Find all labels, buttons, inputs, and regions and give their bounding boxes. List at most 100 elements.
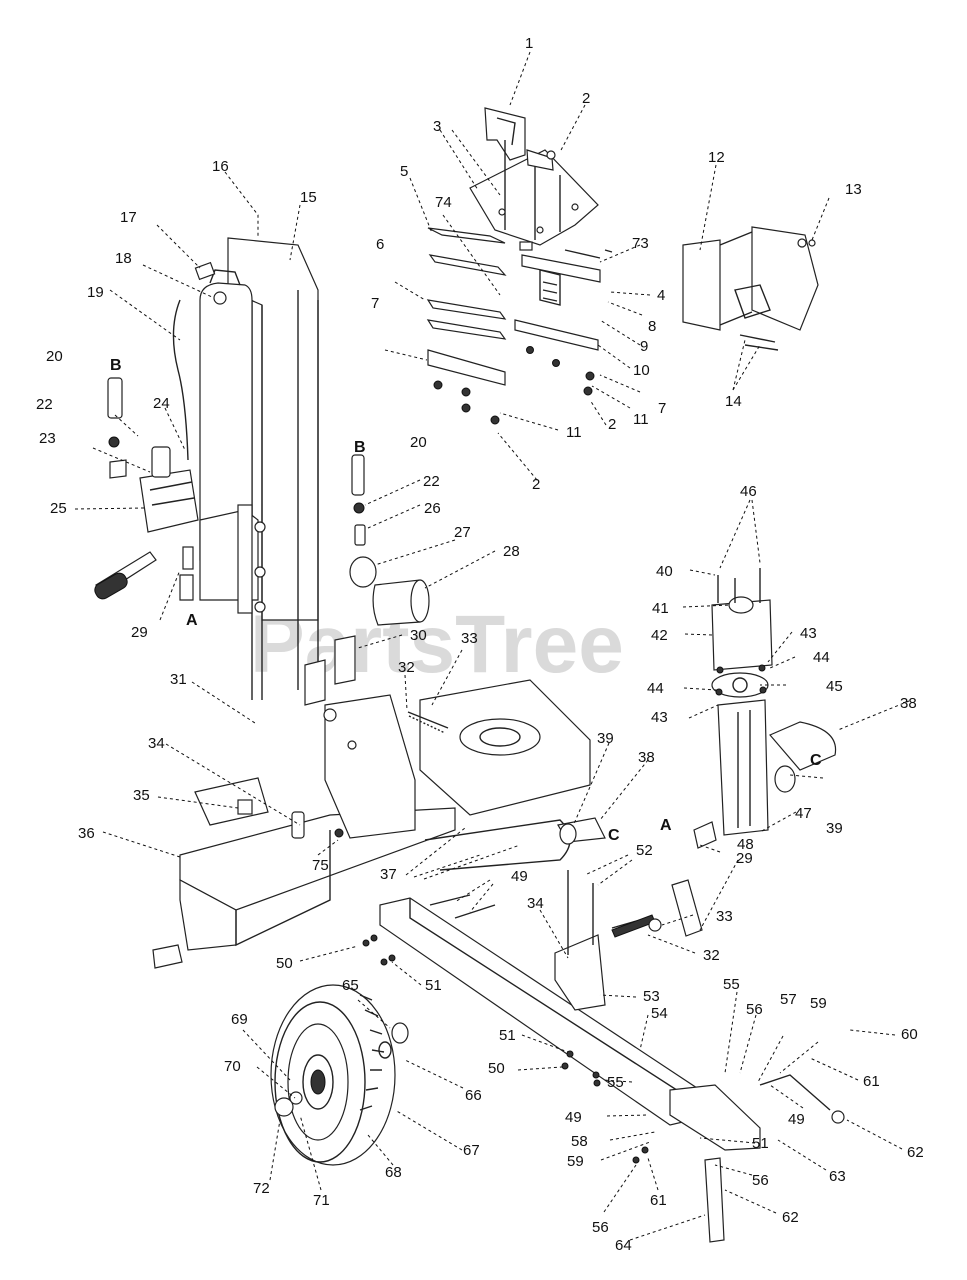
control-valve bbox=[94, 299, 199, 601]
callout-29a: 29 bbox=[131, 624, 148, 641]
callout-18: 18 bbox=[115, 250, 132, 267]
callout-22b: 22 bbox=[423, 473, 440, 490]
callout-49b: 49 bbox=[565, 1109, 582, 1126]
callout-64: 64 bbox=[615, 1237, 632, 1254]
callout-26: 26 bbox=[424, 500, 441, 517]
callout-74: 74 bbox=[435, 194, 452, 211]
callout-8: 8 bbox=[648, 318, 656, 335]
callout-36: 36 bbox=[78, 825, 95, 842]
callout-51a: 51 bbox=[425, 977, 442, 994]
callout-19: 19 bbox=[87, 284, 104, 301]
callout-2c: 2 bbox=[532, 476, 540, 493]
callout-48: 48 bbox=[737, 836, 754, 853]
callout-4: 4 bbox=[657, 287, 665, 304]
callout-6: 6 bbox=[376, 236, 384, 253]
callout-13: 13 bbox=[845, 181, 862, 198]
callout-51c: 51 bbox=[752, 1135, 769, 1152]
callout-2: 2 bbox=[582, 90, 590, 107]
callout-14: 14 bbox=[725, 393, 742, 410]
callout-33b: 33 bbox=[716, 908, 733, 925]
callout-30: 30 bbox=[410, 627, 427, 644]
wheel bbox=[270, 984, 409, 1166]
callout-31: 31 bbox=[170, 671, 187, 688]
callout-66: 66 bbox=[465, 1087, 482, 1104]
callout-7a: 7 bbox=[371, 295, 379, 312]
wear-plates-left bbox=[426, 227, 507, 425]
connector-a-left: A bbox=[186, 612, 198, 629]
callout-20b: 20 bbox=[410, 434, 427, 451]
callout-38a: 38 bbox=[900, 695, 917, 712]
connector-b-left: B bbox=[110, 357, 122, 374]
callout-62b: 62 bbox=[782, 1209, 799, 1226]
callout-1: 1 bbox=[525, 35, 533, 52]
callout-56a: 56 bbox=[746, 1001, 763, 1018]
callout-59a: 59 bbox=[810, 995, 827, 1012]
callout-37: 37 bbox=[380, 866, 397, 883]
filter-assembly bbox=[349, 454, 430, 626]
callout-10: 10 bbox=[633, 362, 650, 379]
callout-32b: 32 bbox=[703, 947, 720, 964]
connector-c-right: C bbox=[810, 752, 822, 769]
callout-24: 24 bbox=[153, 395, 170, 412]
callout-55b: 55 bbox=[607, 1074, 624, 1091]
callout-70: 70 bbox=[224, 1058, 241, 1075]
callout-73: 73 bbox=[632, 235, 649, 252]
callout-58: 58 bbox=[571, 1133, 588, 1150]
callout-34a: 34 bbox=[148, 735, 165, 752]
callout-56b: 56 bbox=[752, 1172, 769, 1189]
callout-60: 60 bbox=[901, 1026, 918, 1043]
callout-9: 9 bbox=[640, 338, 648, 355]
callout-50b: 50 bbox=[488, 1060, 505, 1077]
callout-5: 5 bbox=[400, 163, 408, 180]
callout-68: 68 bbox=[385, 1164, 402, 1181]
callout-28: 28 bbox=[503, 543, 520, 560]
callout-23: 23 bbox=[39, 430, 56, 447]
wedge-assembly bbox=[469, 107, 599, 246]
log-splitter-drawing bbox=[94, 107, 845, 1243]
callout-46: 46 bbox=[740, 483, 757, 500]
callout-2b: 2 bbox=[608, 416, 616, 433]
callout-62a: 62 bbox=[907, 1144, 924, 1161]
connector-b-right: B bbox=[354, 439, 366, 456]
callout-49c: 49 bbox=[788, 1111, 805, 1128]
callout-29b: 29 bbox=[736, 850, 753, 867]
callout-56c: 56 bbox=[592, 1219, 609, 1236]
callout-16: 16 bbox=[212, 158, 229, 175]
callout-34b: 34 bbox=[527, 895, 544, 912]
callout-69: 69 bbox=[231, 1011, 248, 1028]
callout-27: 27 bbox=[454, 524, 471, 541]
callout-41: 41 bbox=[652, 600, 669, 617]
callout-20a: 20 bbox=[46, 348, 63, 365]
log-cradle bbox=[682, 226, 819, 351]
callout-3: 3 bbox=[433, 118, 441, 135]
callout-39a: 39 bbox=[597, 730, 614, 747]
callout-22a: 22 bbox=[36, 396, 53, 413]
callout-43a: 43 bbox=[800, 625, 817, 642]
callout-75: 75 bbox=[312, 857, 329, 874]
callout-11a: 11 bbox=[633, 411, 649, 428]
callout-44a: 44 bbox=[813, 649, 830, 666]
callout-17: 17 bbox=[120, 209, 137, 226]
callout-59b: 59 bbox=[567, 1153, 584, 1170]
beam-and-cylinder bbox=[194, 237, 319, 700]
connector-a-right: A bbox=[660, 817, 672, 834]
callout-72: 72 bbox=[253, 1180, 270, 1197]
callout-44b: 44 bbox=[647, 680, 664, 697]
callout-63: 63 bbox=[829, 1168, 846, 1185]
callout-25: 25 bbox=[50, 500, 67, 517]
wear-plates-right bbox=[514, 241, 613, 396]
callout-labels: 1 2 3 12 16 5 13 15 74 17 6 73 18 19 4 7… bbox=[36, 35, 924, 1254]
callout-49a: 49 bbox=[511, 868, 528, 885]
callout-43b: 43 bbox=[651, 709, 668, 726]
base-frame bbox=[152, 635, 591, 969]
pump-assembly bbox=[557, 568, 837, 937]
callout-50a: 50 bbox=[276, 955, 293, 972]
callout-65: 65 bbox=[342, 977, 359, 994]
callout-7b: 7 bbox=[658, 400, 666, 417]
callout-42: 42 bbox=[651, 627, 668, 644]
callout-40: 40 bbox=[656, 563, 673, 580]
callout-67: 67 bbox=[463, 1142, 480, 1159]
callout-51b: 51 bbox=[499, 1027, 516, 1044]
callout-35: 35 bbox=[133, 787, 150, 804]
